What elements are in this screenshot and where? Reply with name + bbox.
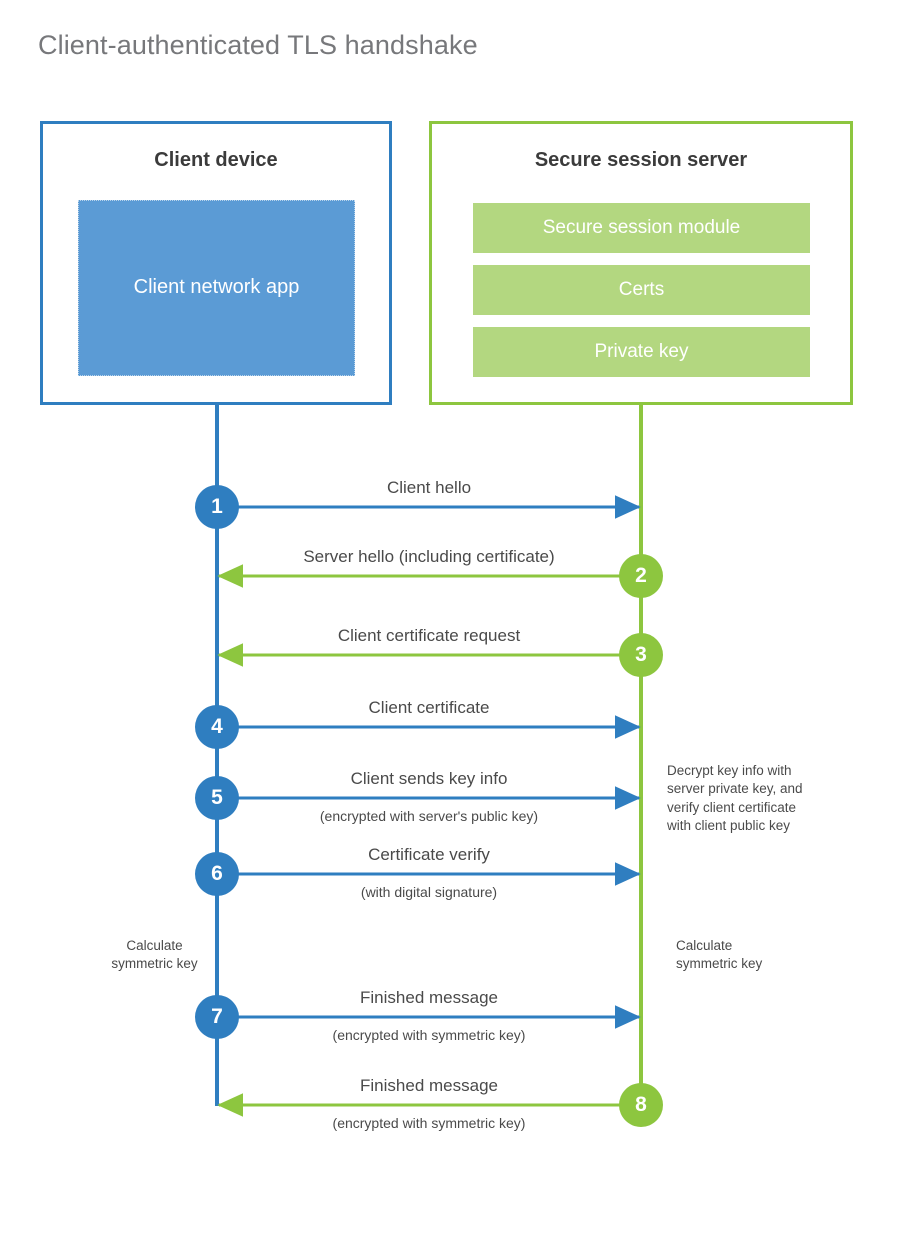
client-network-app-label: Client network app [133, 276, 300, 299]
message-label: Certificate verify [368, 845, 490, 864]
server-component-label: Certs [618, 279, 665, 300]
step-number-badge[interactable]: 8 [619, 1083, 663, 1127]
step-number-badge[interactable]: 7 [195, 995, 239, 1039]
participant-box-server: Secure session server Secure session mod… [429, 121, 853, 405]
message-sublabel: (with digital signature) [360, 884, 498, 900]
server-box-title: Secure session server [534, 149, 748, 171]
server-component-secure-session-module: Secure session module [473, 203, 810, 253]
message-label: Client certificate [368, 698, 490, 717]
note-server-calculate-symmetric-key: Calculate symmetric key [676, 938, 763, 972]
step-number-badge[interactable]: 4 [195, 705, 239, 749]
message-label: Finished message [360, 1076, 498, 1095]
server-component-label: Secure session module [542, 217, 741, 238]
message-label: Server hello (including certificate) [303, 547, 555, 566]
step-number-badge[interactable]: 5 [195, 776, 239, 820]
step-number-badge[interactable]: 2 [619, 554, 663, 598]
note-client-calculate-symmetric-key: Calculate symmetric key [111, 938, 198, 972]
server-component-label: Private key [594, 341, 689, 362]
message-label: Client sends key info [350, 769, 508, 788]
message-label: Client certificate request [337, 626, 521, 645]
message-label: Client hello [386, 478, 472, 497]
message-sublabel: (encrypted with server's public key) [319, 808, 539, 824]
message-label: Finished message [360, 988, 498, 1007]
page-title: Client-authenticated TLS handshake [38, 30, 478, 60]
note-server-decrypt: Decrypt key info with server private key… [667, 763, 803, 834]
participant-box-client: Client device Client network app [40, 121, 392, 405]
step-number-badge[interactable]: 1 [195, 485, 239, 529]
message-sublabel: (encrypted with symmetric key) [332, 1027, 526, 1043]
client-network-app-block: Client network app [78, 200, 355, 376]
message-sublabel: (encrypted with symmetric key) [332, 1115, 526, 1131]
step-number-badge[interactable]: 3 [619, 633, 663, 677]
client-box-title: Client device [154, 149, 278, 171]
step-number-badge[interactable]: 6 [195, 852, 239, 896]
server-component-certs: Certs [473, 265, 810, 315]
server-component-private-key: Private key [473, 327, 810, 377]
